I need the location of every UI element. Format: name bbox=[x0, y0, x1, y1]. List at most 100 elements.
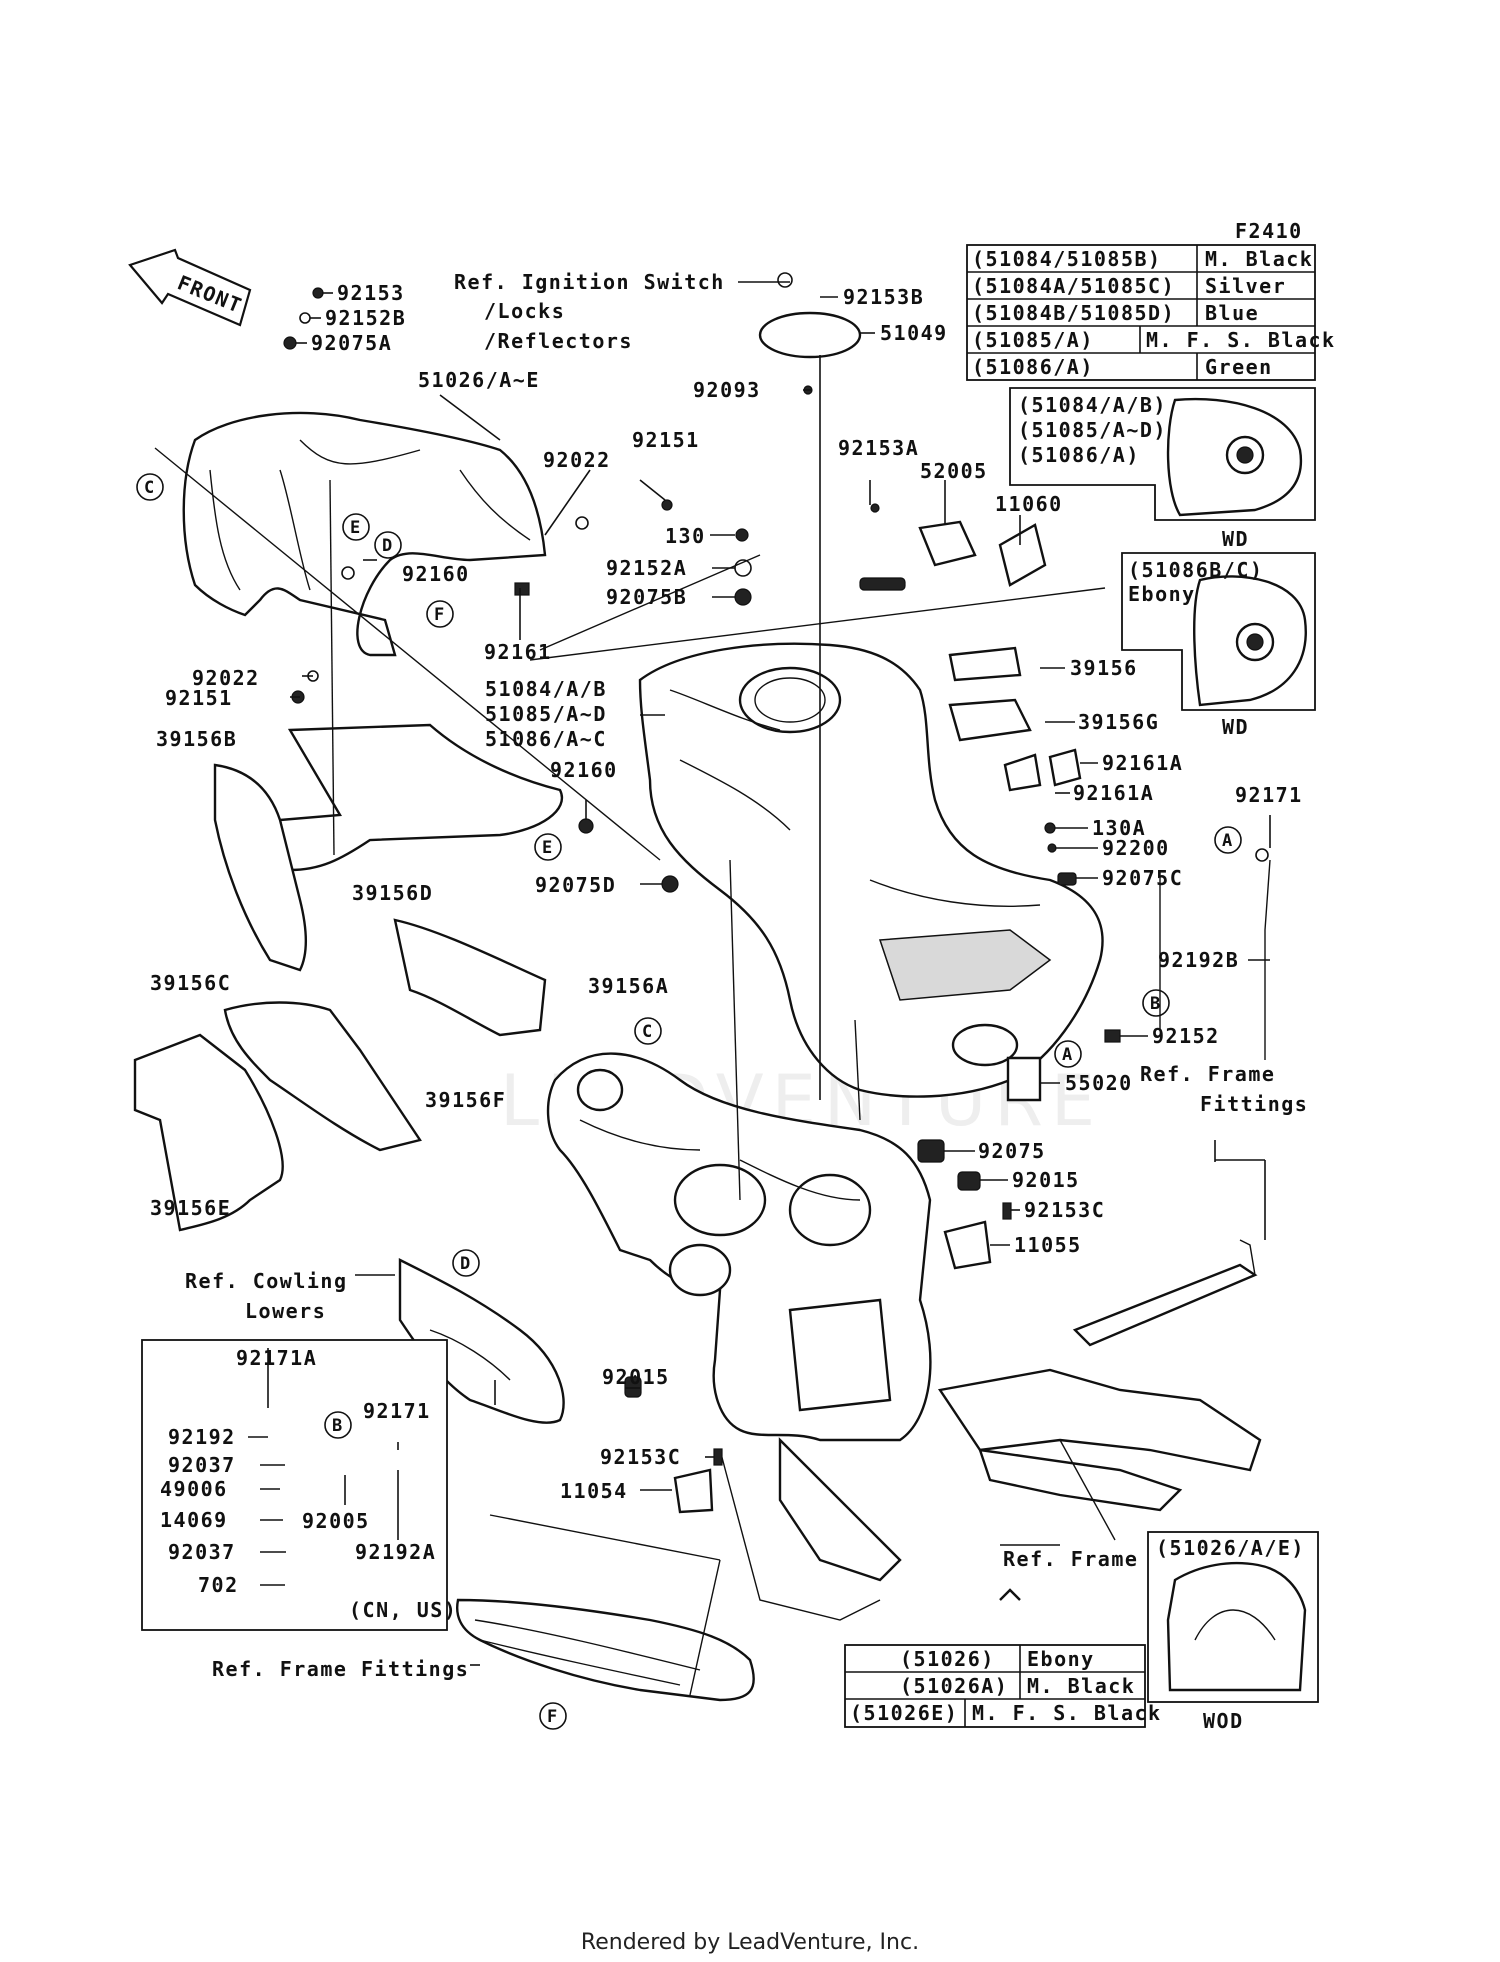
label-52005: 52005 bbox=[920, 459, 988, 483]
ref-frame: Ref. Frame bbox=[1003, 1547, 1138, 1571]
ref-frame-fittings-right-1: Ref. Frame bbox=[1140, 1062, 1275, 1086]
label-92075D: 92075D bbox=[535, 873, 616, 897]
label-55020: 55020 bbox=[1065, 1071, 1133, 1095]
label-14069: 14069 bbox=[160, 1508, 228, 1532]
label-92200: 92200 bbox=[1102, 836, 1170, 860]
callout-C-1: C bbox=[144, 478, 154, 498]
label-92075: 92075 bbox=[978, 1139, 1046, 1163]
cover-table-color-2: M. Black bbox=[1027, 1674, 1135, 1698]
inset-wd-top-caption: WD bbox=[1222, 527, 1249, 551]
label-92171-box: 92171 bbox=[363, 1399, 431, 1423]
inset-wod-title: (51026/A/E) bbox=[1156, 1536, 1305, 1560]
label-92037-low: 92037 bbox=[168, 1540, 236, 1564]
cover-table-code-2: (51026A) bbox=[900, 1674, 1008, 1698]
cover-table-code-3: (51026E) bbox=[850, 1701, 958, 1725]
label-49006: 49006 bbox=[160, 1477, 228, 1501]
label-92160-top: 92160 bbox=[402, 562, 470, 586]
label-51026AE: 51026/A~E bbox=[418, 368, 540, 392]
color-table-color-4: M. F. S. Black bbox=[1146, 328, 1336, 352]
label-92192: 92192 bbox=[168, 1425, 236, 1449]
inset-wod-caption: WOD bbox=[1203, 1709, 1244, 1733]
cover-color-table: (51026) Ebony (51026A) M. Black (51026E)… bbox=[844, 1644, 1162, 1728]
label-51084: 51084/A/B bbox=[485, 677, 607, 701]
inset-wod: (51026/A/E) WOD bbox=[1147, 1531, 1319, 1733]
ref-ignition-3: /Reflectors bbox=[484, 329, 633, 353]
color-table-color-1: M. Black bbox=[1205, 247, 1313, 271]
guide-lines bbox=[154, 447, 1161, 1696]
cover-table-color-3: M. F. S. Black bbox=[972, 1701, 1162, 1725]
color-table-code-5: (51086/A) bbox=[972, 355, 1094, 379]
part-number-labels: 92153 92152B 92075A 51026/A~E 92022 9215… bbox=[150, 281, 1303, 1622]
color-table-code-3: (51084B/51085D) bbox=[972, 301, 1175, 325]
label-92075C: 92075C bbox=[1102, 866, 1183, 890]
callout-D-1: D bbox=[382, 536, 392, 556]
ref-cowling-2: Lowers bbox=[245, 1299, 326, 1323]
label-92022-left: 92022 bbox=[192, 666, 260, 690]
inset-wd-top-line-2: (51085/A~D) bbox=[1018, 418, 1167, 442]
label-39156: 39156 bbox=[1070, 656, 1138, 680]
cover-table-code-1: (51026) bbox=[900, 1647, 995, 1671]
label-11055: 11055 bbox=[1014, 1233, 1082, 1257]
label-51085: 51085/A~D bbox=[485, 702, 607, 726]
label-92037-top: 92037 bbox=[168, 1453, 236, 1477]
cover-table-color-1: Ebony bbox=[1027, 1647, 1095, 1671]
label-92153: 92153 bbox=[337, 281, 405, 305]
frame-drawing bbox=[546, 1052, 1262, 1621]
figure-code: F2410 bbox=[1235, 219, 1303, 243]
inset-wd-top-line-1: (51084/A/B) bbox=[1018, 393, 1167, 417]
label-92171-right: 92171 bbox=[1235, 783, 1303, 807]
callout-E-2: E bbox=[542, 838, 552, 858]
label-92192B: 92192B bbox=[1158, 948, 1239, 972]
label-39156E: 39156E bbox=[150, 1196, 231, 1220]
inset-wd-ebony-caption: WD bbox=[1222, 715, 1249, 739]
callout-E-1: E bbox=[350, 518, 360, 538]
ref-cowling-1: Ref. Cowling bbox=[185, 1269, 348, 1293]
side-pads-drawing bbox=[133, 723, 564, 1232]
label-cn-us: (CN, US) bbox=[349, 1598, 457, 1622]
label-92075A: 92075A bbox=[311, 331, 392, 355]
label-92161A-1: 92161A bbox=[1102, 751, 1183, 775]
color-table-color-2: Silver bbox=[1205, 274, 1286, 298]
label-92151-top: 92151 bbox=[632, 428, 700, 452]
label-92153C-low: 92153C bbox=[600, 1445, 681, 1469]
color-table-code-4: (51085/A) bbox=[972, 328, 1094, 352]
label-39156B: 39156B bbox=[156, 727, 237, 751]
callout-A-1: A bbox=[1222, 831, 1232, 851]
label-92153C-top: 92153C bbox=[1024, 1198, 1105, 1222]
leader-lines bbox=[248, 281, 1271, 1666]
label-39156D: 39156D bbox=[352, 881, 433, 905]
label-92152B: 92152B bbox=[325, 306, 406, 330]
callout-A-2: A bbox=[1062, 1045, 1072, 1065]
label-92192A: 92192A bbox=[355, 1540, 436, 1564]
callout-B-2: B bbox=[332, 1416, 342, 1436]
footer-credit: Rendered by LeadVenture, Inc. bbox=[580, 1930, 920, 1955]
callout-B-1: B bbox=[1150, 994, 1160, 1014]
callout-F-1: F bbox=[434, 605, 444, 625]
label-92160-mid: 92160 bbox=[550, 758, 618, 782]
color-table-color-5: Green bbox=[1205, 355, 1273, 379]
inset-wd-ebony-line-1: (51086B/C) bbox=[1128, 558, 1263, 582]
callout-D-2: D bbox=[460, 1254, 470, 1274]
label-11060: 11060 bbox=[995, 492, 1063, 516]
label-92015-low: 92015 bbox=[602, 1365, 670, 1389]
label-92075B: 92075B bbox=[606, 585, 687, 609]
color-table-color-3: Blue bbox=[1205, 301, 1259, 325]
label-51049: 51049 bbox=[880, 321, 948, 345]
label-92171A: 92171A bbox=[236, 1346, 317, 1370]
inset-wd-ebony-line-2: Ebony bbox=[1128, 582, 1196, 606]
fuel-tank-drawing bbox=[638, 642, 1104, 1098]
label-92022-top: 92022 bbox=[543, 448, 611, 472]
ref-frame-fittings-right-2: Fittings bbox=[1200, 1092, 1308, 1116]
callout-C-2: C bbox=[642, 1022, 652, 1042]
label-39156F: 39156F bbox=[425, 1088, 506, 1112]
inset-wd-top: (51084/A/B) (51085/A~D) (51086/A) WD bbox=[1009, 387, 1316, 551]
ref-ignition-1: Ref. Ignition Switch bbox=[454, 270, 725, 294]
label-92161: 92161 bbox=[484, 640, 552, 664]
color-table: (51084/51085B) M. Black (51084A/51085C) … bbox=[966, 244, 1336, 381]
inset-wd-ebony: (51086B/C) Ebony WD bbox=[1121, 552, 1316, 739]
reference-labels: Ref. Ignition Switch /Locks /Reflectors … bbox=[185, 270, 1308, 1681]
label-92015-top: 92015 bbox=[1012, 1168, 1080, 1192]
label-92151-left: 92151 bbox=[165, 686, 233, 710]
color-table-code-2: (51084A/51085C) bbox=[972, 274, 1175, 298]
right-frame-fitting-drawing bbox=[1072, 1239, 1258, 1347]
